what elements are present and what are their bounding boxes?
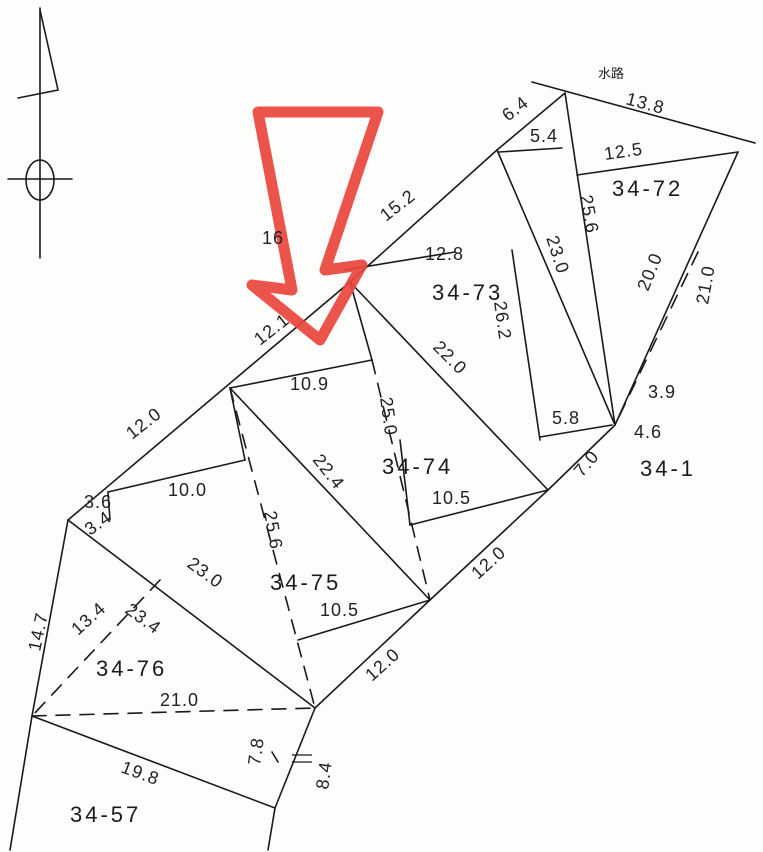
measurement-label: 6.4 bbox=[498, 92, 532, 125]
parcel-label: 34-75 bbox=[270, 570, 341, 595]
measurement-label: 10.9 bbox=[290, 374, 329, 394]
measurement-label: 15.2 bbox=[376, 185, 419, 225]
measurement-label: 8.4 bbox=[312, 760, 336, 791]
measurement-label: 21.0 bbox=[692, 264, 718, 306]
boundary-line bbox=[31, 519, 69, 717]
boundary-line bbox=[107, 491, 111, 521]
measurement-label: 12.0 bbox=[361, 644, 403, 685]
measurement-label: 3.6 bbox=[84, 492, 112, 512]
parcel-boundaries bbox=[9, 81, 756, 851]
measurement-label: 23.0 bbox=[184, 553, 227, 592]
measurement-label: 13.8 bbox=[624, 89, 667, 118]
parcel-label: 34-73 bbox=[432, 280, 503, 305]
parcel-label: 34-74 bbox=[382, 454, 453, 479]
measurement-label: 12.8 bbox=[425, 244, 464, 264]
boundary-line bbox=[614, 251, 699, 426]
boundary-line bbox=[274, 707, 316, 809]
measurement-label: 7.8 bbox=[244, 736, 268, 767]
boundary-line bbox=[349, 149, 498, 283]
measurement-label: 7.0 bbox=[570, 446, 603, 480]
boundary-line bbox=[496, 149, 616, 426]
red-pointer-arrow-icon bbox=[246, 106, 384, 346]
north-arrow-icon bbox=[17, 7, 59, 259]
boundary-line bbox=[31, 715, 276, 809]
measurement-label: 10.0 bbox=[168, 480, 207, 500]
measurement-label: 4.6 bbox=[634, 422, 662, 442]
measurement-label: 14.7 bbox=[24, 610, 52, 652]
boundary-line bbox=[511, 249, 541, 441]
boundary-line bbox=[314, 599, 431, 709]
boundary-line bbox=[271, 751, 279, 763]
measurement-label: 25.6 bbox=[576, 193, 602, 235]
measurement-label: 26.2 bbox=[490, 300, 515, 341]
measurement-label: 19.8 bbox=[119, 757, 163, 789]
measurement-label: 25.0 bbox=[376, 396, 401, 437]
measurement-label: 16 bbox=[262, 228, 284, 248]
measurement-label: 23.4 bbox=[122, 599, 165, 638]
boundary-line bbox=[429, 489, 549, 601]
boundary-line bbox=[539, 424, 613, 438]
boundary-line bbox=[564, 92, 616, 426]
parcel-label: 34-76 bbox=[96, 656, 167, 681]
measurement-label: 10.5 bbox=[432, 488, 471, 508]
measurement-label: 21.0 bbox=[160, 690, 199, 710]
boundary-line bbox=[496, 92, 566, 151]
measurement-label: 23.0 bbox=[542, 233, 573, 276]
boundary-line bbox=[349, 281, 373, 361]
boundary-line bbox=[371, 359, 431, 601]
measurement-label: 25.6 bbox=[260, 509, 286, 551]
boundary-line bbox=[399, 439, 411, 526]
boundary-line bbox=[349, 281, 549, 491]
measurement-label: 20.0 bbox=[633, 250, 666, 294]
boundary-line bbox=[614, 151, 739, 426]
measurement-label: 22.4 bbox=[309, 450, 349, 493]
boundary-line bbox=[409, 489, 549, 526]
measurement-label: 3.9 bbox=[648, 382, 676, 402]
parcel-label: 34-72 bbox=[612, 176, 683, 201]
boundary-line bbox=[9, 715, 33, 851]
boundary-line bbox=[531, 81, 756, 144]
boundary-line bbox=[67, 519, 316, 709]
measurement-label: 12.5 bbox=[603, 139, 644, 164]
boundary-line bbox=[267, 807, 276, 851]
waterway-label: 水路 bbox=[598, 66, 624, 82]
boundary-line bbox=[31, 579, 161, 717]
measurement-label: 12.0 bbox=[467, 542, 509, 583]
measurement-label: 10.5 bbox=[320, 600, 359, 620]
measurement-label: 5.4 bbox=[530, 126, 558, 146]
measurement-label: 12.0 bbox=[122, 403, 165, 443]
boundary-line bbox=[229, 387, 431, 601]
boundary-line bbox=[107, 459, 246, 493]
benchmark-symbol-icon bbox=[7, 159, 73, 201]
parcel-label: 34-1 bbox=[640, 456, 696, 481]
boundary-line bbox=[498, 147, 563, 153]
boundary-line bbox=[547, 424, 616, 491]
boundary-line bbox=[67, 281, 351, 521]
boundary-line bbox=[229, 387, 316, 709]
boundary-line bbox=[229, 359, 373, 389]
parcel-label: 34-57 bbox=[70, 802, 141, 827]
measurement-label: 13.4 bbox=[67, 598, 109, 639]
boundary-line bbox=[297, 599, 431, 641]
boundary-line bbox=[576, 151, 739, 176]
measurement-label: 5.8 bbox=[552, 408, 580, 428]
